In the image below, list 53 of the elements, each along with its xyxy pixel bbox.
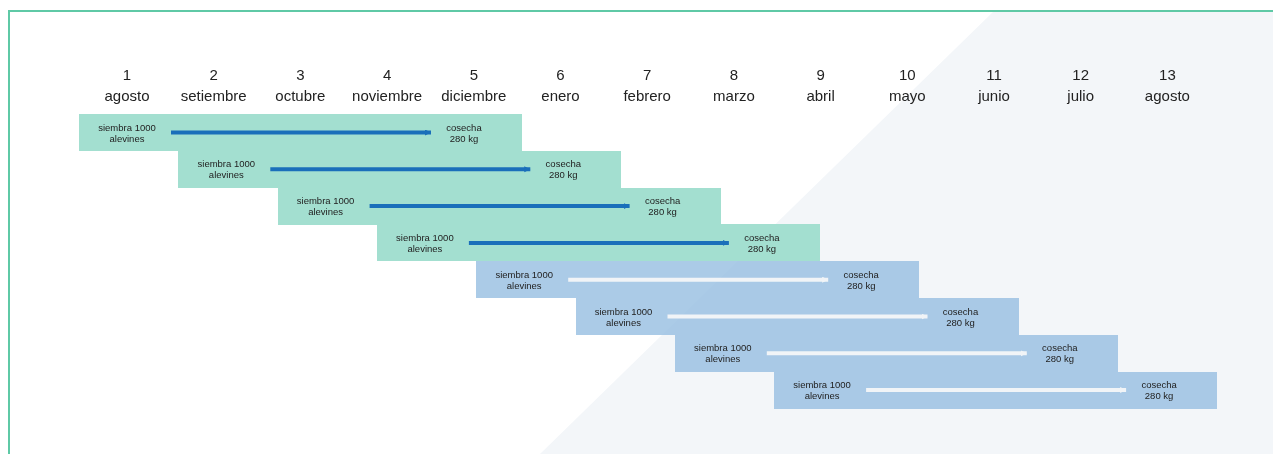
sowing-label: siembra 1000 alevines bbox=[583, 305, 664, 328]
timeline-bar bbox=[376, 224, 820, 262]
month-number: 11 bbox=[985, 66, 1003, 83]
month-name: abril bbox=[805, 87, 836, 104]
month-number: 2 bbox=[208, 66, 219, 83]
month-number: 12 bbox=[1071, 66, 1091, 83]
sowing-label: siembra 1000 alevines bbox=[384, 231, 465, 254]
harvest-label: cosecha 280 kg bbox=[637, 195, 688, 218]
month-number: 7 bbox=[642, 66, 653, 83]
timeline-bar bbox=[79, 114, 522, 151]
arrow bbox=[171, 129, 431, 136]
month-name: octubre bbox=[274, 87, 327, 104]
harvest-label: cosecha 280 kg bbox=[736, 231, 787, 254]
month-name: agosto bbox=[103, 87, 151, 104]
arrow bbox=[568, 276, 829, 283]
month-name: mayo bbox=[887, 87, 927, 104]
harvest-label: cosecha 280 kg bbox=[1134, 379, 1185, 402]
month-name: marzo bbox=[712, 87, 756, 104]
sowing-label: siembra 1000 alevines bbox=[87, 121, 167, 144]
harvest-label: cosecha 280 kg bbox=[836, 268, 887, 291]
sowing-label: siembra 1000 alevines bbox=[682, 342, 763, 365]
harvest-label: cosecha 280 kg bbox=[538, 158, 589, 181]
month-name: junio bbox=[977, 87, 1011, 104]
month-number: 6 bbox=[555, 66, 566, 83]
month-name: noviembre bbox=[351, 87, 424, 104]
sowing-label: siembra 1000 alevines bbox=[186, 158, 267, 181]
month-number: 8 bbox=[728, 66, 740, 83]
sowing-label: siembra 1000 alevines bbox=[782, 379, 863, 402]
month-number: 3 bbox=[295, 66, 306, 83]
arrow bbox=[667, 313, 928, 320]
arrow bbox=[369, 203, 630, 210]
month-name: agosto bbox=[1143, 87, 1191, 104]
arrow bbox=[468, 239, 729, 246]
month-name: febrero bbox=[622, 87, 672, 104]
harvest-label: cosecha 280 kg bbox=[1034, 342, 1085, 365]
month-number: 1 bbox=[121, 66, 133, 83]
arrow bbox=[866, 387, 1127, 394]
harvest-label: cosecha 280 kg bbox=[935, 305, 986, 328]
month-number: 9 bbox=[815, 66, 826, 83]
month-name: diciembre bbox=[440, 87, 508, 104]
month-name: setiembre bbox=[179, 87, 248, 104]
month-number: 10 bbox=[897, 66, 917, 83]
month-number: 5 bbox=[468, 66, 479, 83]
month-number: 13 bbox=[1158, 66, 1177, 83]
month-name: julio bbox=[1066, 87, 1096, 104]
arrow bbox=[270, 166, 531, 173]
arrow bbox=[766, 350, 1027, 357]
sowing-label: siembra 1000 alevines bbox=[484, 268, 565, 291]
sowing-label: siembra 1000 alevines bbox=[285, 195, 366, 218]
harvest-label: cosecha 280 kg bbox=[439, 121, 489, 144]
month-number: 4 bbox=[381, 66, 393, 83]
timeline-bar bbox=[476, 261, 920, 299]
month-name: enero bbox=[540, 87, 581, 104]
